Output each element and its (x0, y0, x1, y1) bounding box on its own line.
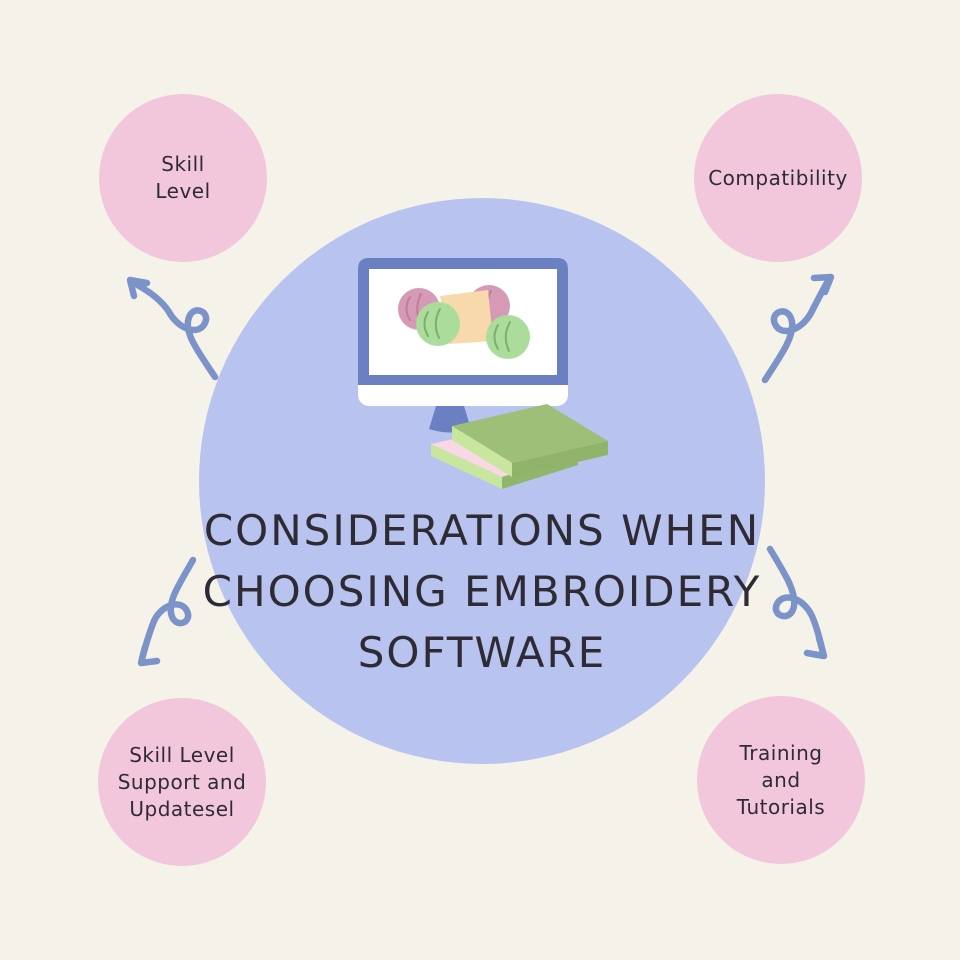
title-line-3: SOFTWARE (357, 628, 607, 677)
node-compatibility-label: Compatibility (708, 165, 848, 190)
node-skill-level-label: Skill Level (155, 152, 211, 203)
arrow-to-skill-level-support-line (138, 556, 197, 663)
arrow-to-skill-level-support-head (137, 643, 161, 667)
arrow-to-skill-level-line (128, 278, 219, 381)
node-training-tutorials: Training and Tutorials (697, 696, 865, 864)
arrow-to-training-tutorials-line (766, 545, 827, 657)
title-line-2: CHOOSING EMBROIDERY (202, 567, 762, 616)
node-compatibility: Compatibility (694, 94, 862, 262)
node-skill-level-support-label: Skill Level Support and Updatesel (117, 742, 247, 821)
title-line-1: CONSIDERATIONS WHEN (203, 506, 761, 555)
arrow-to-skill-level-head (126, 276, 151, 300)
arrow-to-training-tutorials-icon (766, 545, 828, 660)
node-skill-level-support: Skill Level Support and Updatesel (98, 698, 266, 866)
arrow-to-training-tutorials-head (803, 634, 828, 660)
node-skill-level: Skill Level (99, 94, 267, 262)
arrow-to-skill-level-icon (126, 276, 219, 381)
arrow-to-compatibility-icon (761, 273, 835, 384)
node-training-tutorials-label: Training and Tutorials (736, 740, 826, 819)
page-title: CONSIDERATIONS WHEN CHOOSING EMBROIDERY … (199, 500, 765, 683)
arrow-to-skill-level-support-icon (137, 556, 197, 667)
arrow-to-compatibility-head (810, 273, 835, 296)
arrow-to-compatibility-line (761, 275, 833, 384)
